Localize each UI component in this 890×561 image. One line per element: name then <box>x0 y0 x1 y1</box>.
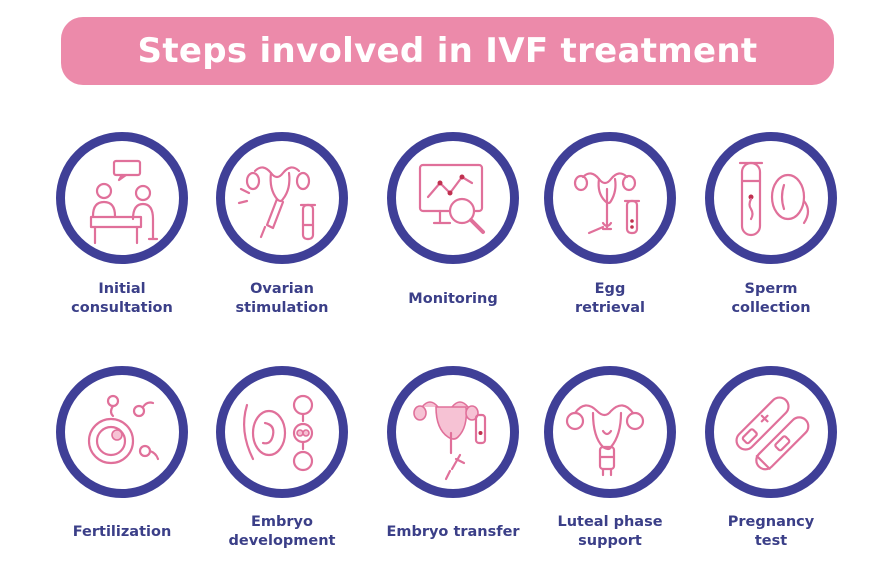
step-label: Monitoring <box>408 291 498 307</box>
step-label: Fertilization <box>72 524 172 540</box>
step-ring <box>56 132 188 264</box>
egg-sperm-icon <box>87 394 160 465</box>
embryo-icon <box>242 394 314 472</box>
step-label: Ovarian stimulation <box>235 281 329 316</box>
step-ring <box>705 366 837 498</box>
pregnancy-test-icon <box>735 396 810 471</box>
uterus-syringe-icon <box>413 401 487 481</box>
step-label: Sperm collection <box>731 281 811 316</box>
egg-retrieval-icon <box>573 172 641 235</box>
monitor-magnifier-icon <box>418 163 485 234</box>
step-label: Pregnancy test <box>727 514 815 549</box>
step-label: Luteal phase support <box>557 514 663 549</box>
step-ring <box>387 132 519 264</box>
step-label: Embryo transfer <box>386 524 520 540</box>
step-ring <box>705 132 837 264</box>
step-ring <box>544 366 676 498</box>
title-banner: Steps involved in IVF treatment <box>61 17 834 85</box>
uterus-icon <box>565 404 645 477</box>
consultation-icon <box>89 159 159 245</box>
page-title: Steps involved in IVF treatment <box>137 31 758 71</box>
step-ring <box>216 366 348 498</box>
step-ring <box>56 366 188 498</box>
step-label: Egg retrieval <box>574 281 646 316</box>
step-label: Embryo development <box>228 514 336 549</box>
step-ring <box>544 132 676 264</box>
ovaries-syringe-icon <box>237 166 317 241</box>
sperm-tube-icon <box>738 161 810 237</box>
step-ring <box>387 366 519 498</box>
step-label: Initial consultation <box>71 281 173 316</box>
step-ring <box>216 132 348 264</box>
